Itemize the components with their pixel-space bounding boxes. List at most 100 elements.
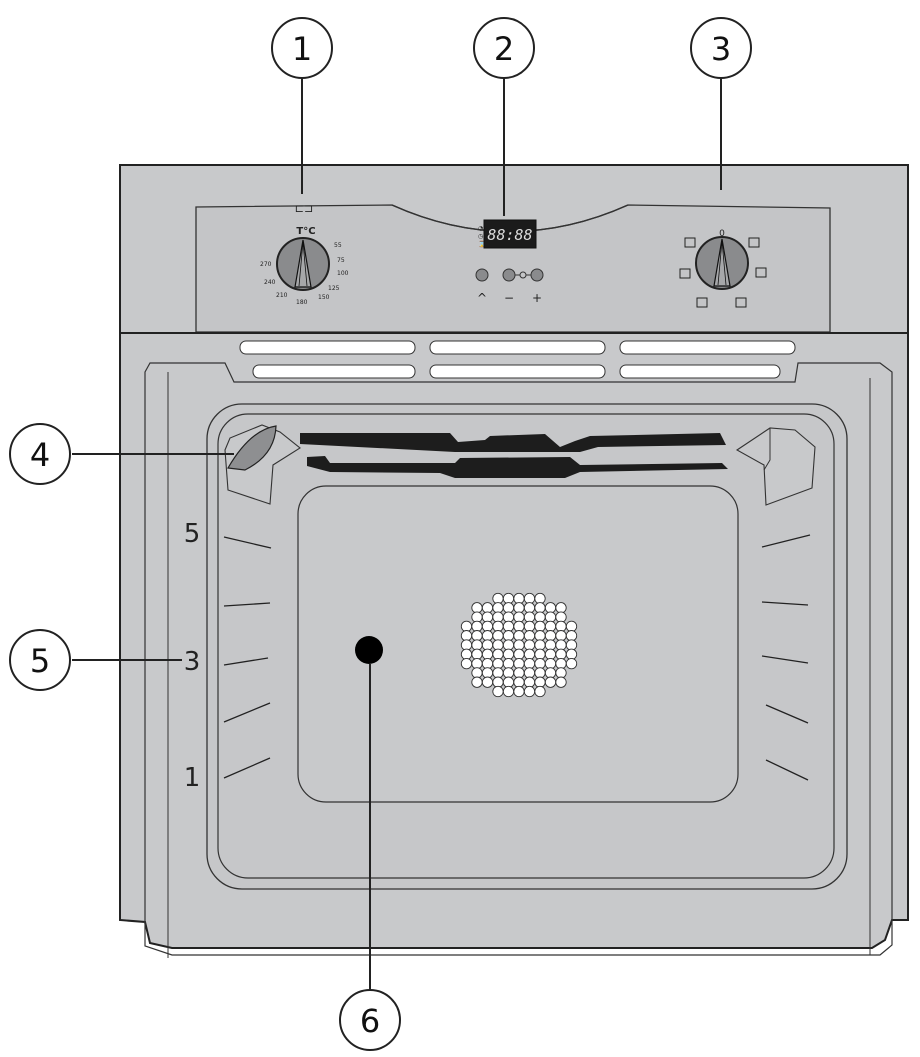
- fan-grille-hole: [523, 602, 536, 614]
- function-knob[interactable]: 0: [679, 229, 767, 308]
- svg-text:5: 5: [30, 642, 50, 680]
- fan-grille-hole: [502, 685, 515, 698]
- fan-grille-hole: [492, 657, 504, 670]
- shelf-runner: [223, 757, 271, 779]
- leader-lines: [72, 78, 722, 992]
- fan-grille-hole: [471, 611, 483, 623]
- fan-grille-hole: [523, 611, 536, 623]
- fan-grille-hole: [502, 620, 515, 633]
- oven-lamp: [227, 425, 277, 471]
- temp-scale-55: 55: [334, 242, 342, 249]
- fan-grille-hole: [492, 602, 504, 614]
- grill-element: [300, 433, 726, 452]
- fan-grille-hole: [565, 630, 578, 642]
- fan-grille-hole: [534, 657, 546, 670]
- fan-grille-hole: [492, 592, 504, 605]
- fan-grille-hole: [460, 639, 473, 651]
- fan-grille-hole: [471, 657, 483, 670]
- fan-grille-hole: [534, 639, 546, 651]
- fan-grille-hole: [513, 685, 525, 698]
- fan-grille-hole: [513, 639, 525, 651]
- fan-grille-hole: [481, 602, 494, 614]
- control-panel: [119, 164, 909, 334]
- fan-grille-hole: [544, 602, 557, 614]
- oven-lamp-housing-right: [735, 427, 816, 506]
- fan-grille-hole: [502, 676, 515, 688]
- fan-grille-hole: [492, 620, 504, 633]
- fan-grille-hole: [492, 685, 504, 698]
- callout-6: 6: [339, 989, 401, 1051]
- fan-grille-hole: [534, 630, 546, 642]
- fan-icon: [735, 297, 747, 308]
- fan-grille-hole: [481, 667, 494, 679]
- fan-grille-hole: [555, 657, 567, 670]
- fan-grille-hole: [555, 676, 567, 688]
- fan-grille-hole: [481, 648, 494, 660]
- fan-grille-hole: [492, 611, 504, 623]
- fan-grille-hole: [460, 657, 473, 670]
- fan-grille-hole: [523, 592, 536, 605]
- fan-grille-hole: [544, 648, 557, 660]
- fan-grille-hole: [523, 639, 536, 651]
- fan-grille-hole: [502, 639, 515, 651]
- fan-grille-hole: [513, 602, 525, 614]
- fan-grille-hole: [565, 648, 578, 660]
- fan-grille-hole: [544, 611, 557, 623]
- up-label: ^: [477, 291, 487, 305]
- shelf-runner: [761, 534, 811, 548]
- callout-4: 4: [9, 423, 71, 485]
- fan-grille-hole: [544, 620, 557, 633]
- fan-grille-hole: [492, 648, 504, 660]
- fan-grille-hole: [471, 648, 483, 660]
- fan-grille-hole: [544, 630, 557, 642]
- thermostat-icon: ⊏⊐: [295, 202, 313, 215]
- temp-scale-150: 150: [318, 294, 330, 301]
- shelf-runner: [765, 759, 809, 781]
- svg-text:1: 1: [292, 30, 312, 68]
- shelf-level-1: 1: [184, 763, 201, 793]
- up-button[interactable]: [475, 268, 489, 282]
- fan-grille-hole: [565, 639, 578, 651]
- shelf-runner: [761, 601, 809, 606]
- vent-slot: [619, 340, 796, 355]
- oven-lamp-housing: [224, 424, 301, 505]
- vent-slot: [429, 364, 606, 379]
- temp-scale-125: 125: [328, 285, 340, 292]
- callout-3: 3: [690, 17, 752, 79]
- plus-button[interactable]: [530, 268, 544, 282]
- temp-scale-210: 210: [276, 292, 288, 299]
- vent-slot: [252, 364, 416, 379]
- fan-grille-hole: [502, 602, 515, 614]
- temperature-knob[interactable]: ⊏⊐ T°C 55 75 100 125 150 180 210 240 270: [260, 202, 349, 306]
- shelf-runner: [765, 704, 809, 724]
- shelf-level-3: 3: [184, 647, 201, 677]
- fan-grille-hole: [555, 639, 567, 651]
- temp-scale-100: 100: [337, 270, 349, 277]
- fan-grille-hole: [523, 648, 536, 660]
- fan-grille-hole: [555, 648, 567, 660]
- fan-grille-hole: [555, 630, 567, 642]
- conventional-icon: [684, 237, 696, 248]
- callout-1: 1: [271, 17, 333, 79]
- fan-grille-hole: [492, 667, 504, 679]
- svg-text:4: 4: [30, 436, 50, 474]
- fan-grille-hole: [523, 657, 536, 670]
- fan-grille-hole: [492, 639, 504, 651]
- svg-text:6: 6: [360, 1002, 380, 1040]
- fan-grille-hole: [523, 685, 536, 698]
- fan-grille-hole: [513, 667, 525, 679]
- fan-grille-hole: [544, 667, 557, 679]
- minus-button[interactable]: [502, 268, 516, 282]
- temp-scale-180: 180: [296, 299, 308, 306]
- fan-grille-hole: [534, 667, 546, 679]
- fan-grille-hole: [534, 648, 546, 660]
- shelf-level-5: 5: [184, 519, 201, 549]
- fan-grille-hole: [544, 657, 557, 670]
- fan-grille-hole: [492, 630, 504, 642]
- shelf-runner: [223, 657, 269, 666]
- shelf-runner: [761, 655, 809, 664]
- callout-5: 5: [9, 629, 71, 691]
- shelf-runner: [223, 536, 272, 549]
- fan-grille-hole: [481, 657, 494, 670]
